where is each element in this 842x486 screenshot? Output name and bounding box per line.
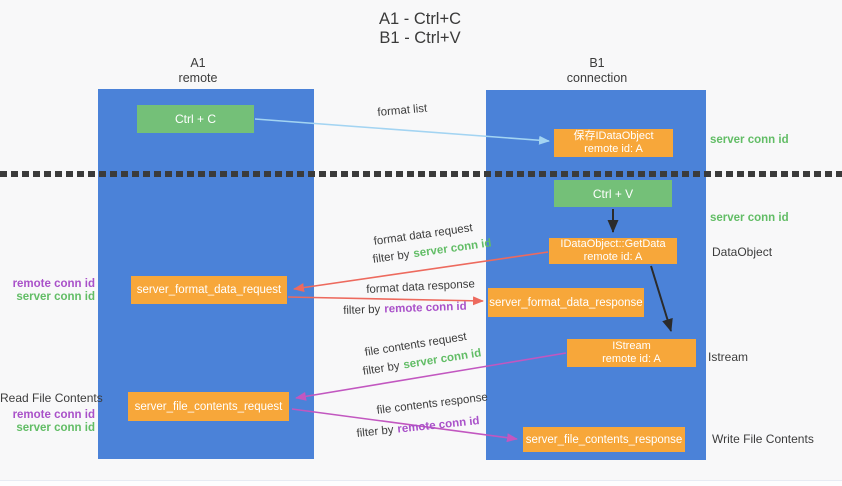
left-label-remote-conn-id-1: remote conn id	[12, 278, 95, 290]
filter-by-text: filter by	[356, 424, 395, 440]
node-save-idataobject: 保存IDataObject remote id: A	[554, 129, 673, 157]
node-idataobject-getdata: IDataObject::GetData remote id: A	[549, 238, 677, 264]
node-save-idataobject-line2: remote id: A	[584, 143, 643, 155]
lane-a1-name: A1	[190, 56, 206, 70]
node-server-format-data-request: server_format_data_request	[131, 276, 287, 304]
node-ctrl-v: Ctrl + V	[554, 180, 672, 207]
filter-by-text: filter by	[362, 360, 401, 378]
remote-conn-id-text: remote conn id	[384, 300, 467, 316]
remote-conn-id-text: remote conn id	[396, 415, 481, 436]
node-idataobject-getdata-line1: IDataObject::GetData	[560, 238, 666, 250]
right-label-write-file-contents: Write File Contents	[712, 432, 814, 446]
node-server-file-contents-request: server_file_contents_request	[128, 392, 289, 421]
diagram-title: A1 - Ctrl+C B1 - Ctrl+V	[310, 10, 530, 48]
label-format-list: format list	[377, 102, 428, 119]
left-label-remote-conn-id-2: remote conn id	[12, 409, 95, 421]
node-server-file-contents-response: server_file_contents_response	[523, 427, 685, 452]
node-server-file-contents-response-label: server_file_contents_response	[525, 433, 683, 446]
node-server-file-contents-request-label: server_file_contents_request	[134, 400, 283, 413]
right-label-istream: Istream	[708, 350, 749, 364]
node-istream: IStream remote id: A	[567, 339, 696, 367]
node-ctrl-c-label: Ctrl + C	[174, 112, 216, 126]
left-label-read-file-contents: Read File Contents	[0, 391, 103, 405]
node-save-idataobject-line1: 保存IDataObject	[573, 130, 654, 142]
right-label-server-conn-id-1: server conn id	[710, 134, 789, 146]
lane-a1-header: A1 remote	[98, 56, 298, 85]
label-format-data-response: format data response	[366, 278, 476, 296]
lane-b1-subtitle: connection	[566, 70, 628, 85]
lane-b1-name: B1	[589, 56, 605, 70]
node-istream-line2: remote id: A	[602, 353, 661, 365]
window-bottom-edge	[0, 480, 842, 486]
node-server-format-data-request-label: server_format_data_request	[136, 284, 282, 296]
title-line-2: B1 - Ctrl+V	[379, 29, 461, 47]
left-label-server-conn-id-2: server conn id	[16, 422, 95, 434]
right-label-dataobject: DataObject	[712, 245, 773, 259]
filter-by-text: filter by	[372, 248, 411, 266]
session-separator-dotted-line	[0, 171, 842, 177]
lane-b1-header: B1 connection	[486, 56, 708, 85]
lane-a1-subtitle: remote	[178, 70, 218, 85]
label-file-contents-response: file contents response	[376, 391, 489, 417]
node-server-format-data-response: server_format_data_response	[488, 288, 644, 317]
right-label-server-conn-id-2: server conn id	[710, 212, 789, 224]
node-idataobject-getdata-line2: remote id: A	[583, 251, 643, 263]
node-ctrl-v-label: Ctrl + V	[592, 186, 634, 201]
node-server-format-data-response-label: server_format_data_response	[489, 296, 643, 309]
left-label-server-conn-id-1: server conn id	[16, 291, 95, 303]
node-ctrl-c: Ctrl + C	[137, 105, 254, 133]
title-line-1: A1 - Ctrl+C	[378, 10, 462, 28]
node-istream-line1: IStream	[612, 340, 651, 352]
filter-by-text: filter by	[343, 303, 381, 317]
